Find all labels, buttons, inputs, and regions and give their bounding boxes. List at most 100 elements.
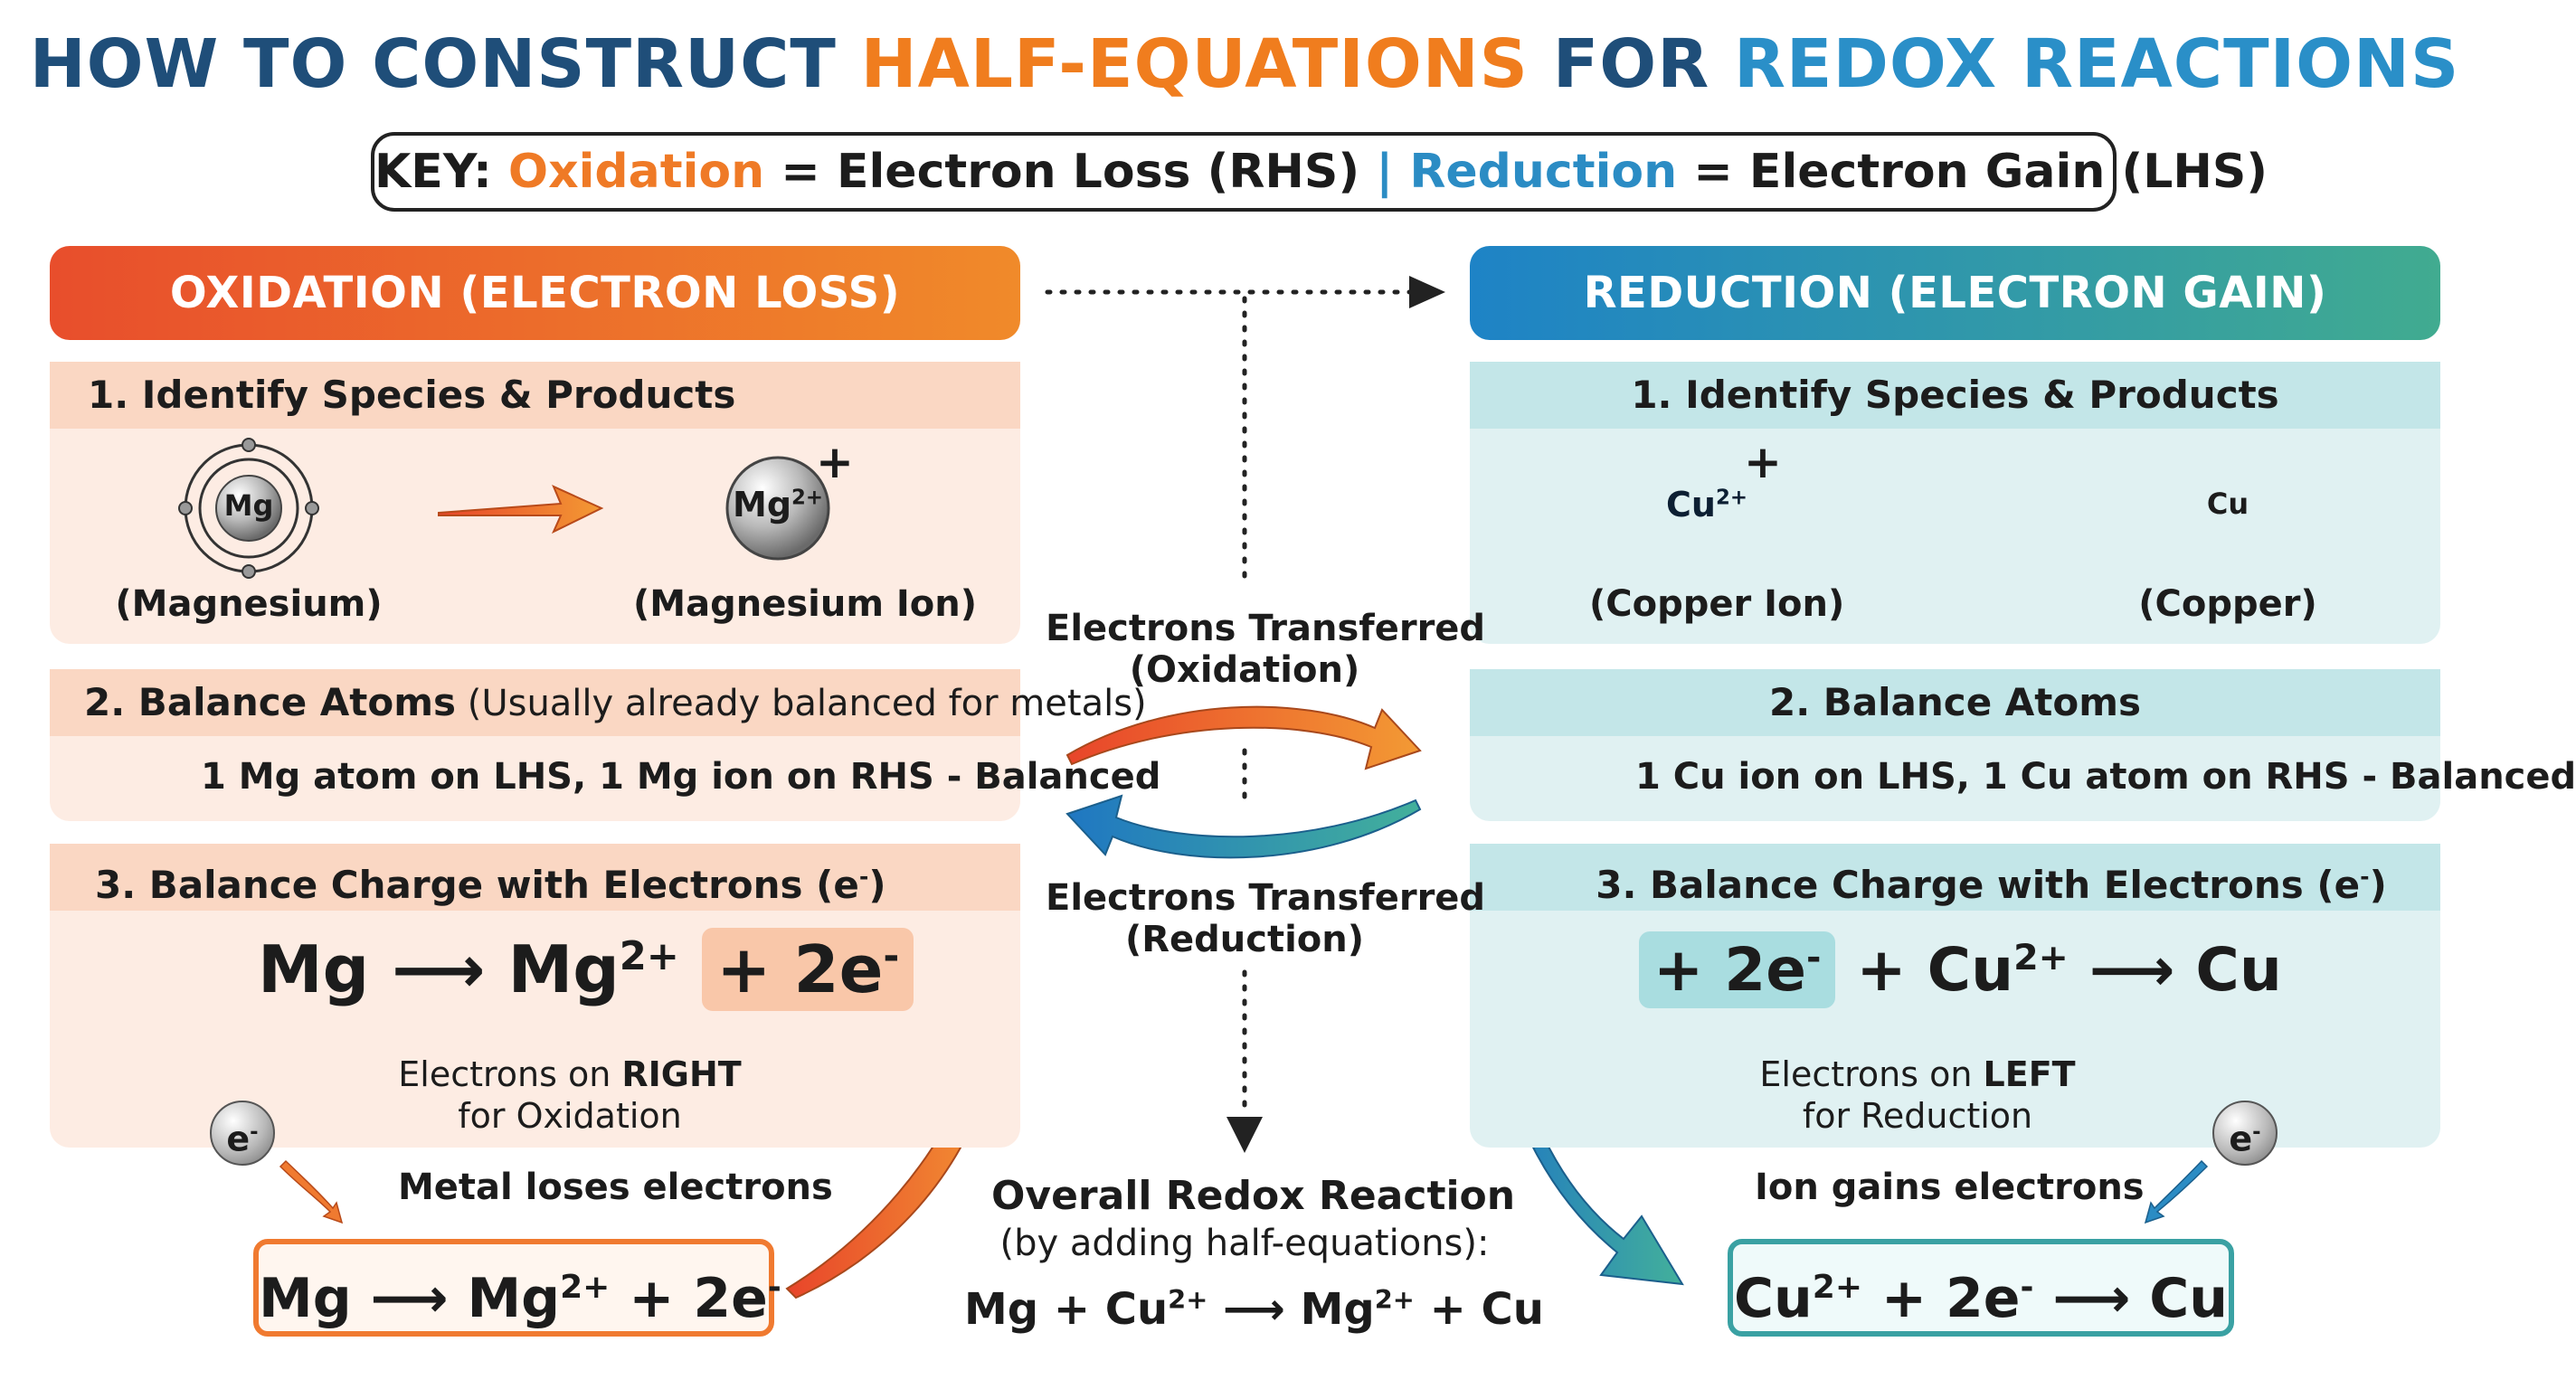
magnesium-ion-plus: + (816, 436, 854, 488)
reduction-step3-title-sup: - (2360, 864, 2370, 890)
magnesium-ion-symbol: Mg2+ (724, 485, 832, 524)
reduction-note-bold: LEFT (1983, 1054, 2076, 1094)
reduction-step1-panel: 1. Identify Species & Products (1470, 362, 2440, 644)
magnesium-ion-charge: 2+ (791, 486, 823, 510)
reduction-e-down-arrow-icon (2144, 1159, 2209, 1224)
reduction-step3-title: 3. Balance Charge with Electrons (e-) (1470, 844, 2440, 911)
reduction-eq-left-sup: 2+ (2013, 937, 2069, 978)
title-part-1: HOW TO CONSTRUCT (29, 25, 861, 103)
reduction-note-pre: Electrons on (1759, 1054, 1984, 1094)
overall-eq-a: Mg + Cu (964, 1284, 1169, 1335)
oxidation-e-down-arrow-icon (279, 1159, 344, 1224)
transfer-reduction-label: Electrons Transferred(Reduction) (1046, 877, 1485, 960)
overall-reaction-subtitle: (by adding half-equations): (999, 1223, 1490, 1264)
oxidation-electron-icon: e- (210, 1101, 275, 1166)
oxidation-eq-right: Mg (507, 931, 620, 1007)
oxidation-summary-box: Mg ⟶ Mg2+ + 2e- (253, 1239, 781, 1337)
transfer-oxidation-label: Electrons Transferred(Oxidation) (1046, 608, 1485, 691)
copper-ion-symbol: Cu2+ (1653, 485, 1761, 524)
oxidation-summary-mid-sup: 2+ (560, 1269, 611, 1306)
key-oxidation-rest: = Electron Loss (RHS) (764, 145, 1377, 199)
reduction-electron-symbol: e (2229, 1119, 2253, 1159)
oxidation-note-line2: for Oxidation (458, 1096, 682, 1136)
oxidation-eq-left: Mg (258, 931, 370, 1007)
oxidation-note-pre: Electrons on (398, 1054, 622, 1094)
reduction-eq-electrons-sup: - (1805, 937, 1822, 978)
key-box: KEY: Oxidation = Electron Loss (RHS) | R… (371, 132, 2268, 212)
oxidation-step2-title-light: (Usually already balanced for metals) (456, 683, 1147, 724)
oxidation-note-bold: RIGHT (621, 1054, 742, 1094)
copper-caption: (Copper) (2138, 583, 2317, 625)
oxidation-header: OXIDATION (ELECTRON LOSS) (50, 246, 1020, 340)
key-oxidation-word: Oxidation (507, 145, 765, 199)
overall-eq-a-sup: 2+ (1168, 1284, 1208, 1315)
title-part-2: HALF-EQUATIONS (860, 25, 1529, 103)
oxidation-eq-electrons: + 2e- (702, 928, 914, 1011)
magnesium-atom-symbol: Mg (223, 488, 274, 523)
reduction-step3-title-text: 3. Balance Charge with Electrons (e (1596, 863, 2361, 907)
overall-eq-c: + Cu (1414, 1284, 1544, 1335)
oxidation-step1-title: 1. Identify Species & Products (50, 362, 1020, 429)
oxidation-step2-title-bold: 2. Balance Atoms (84, 680, 456, 724)
key-separator: | (1376, 145, 1394, 199)
reduction-summary-right: Cu (2149, 1267, 2228, 1330)
reduction-step2-title: 2. Balance Atoms (1470, 669, 2440, 736)
center-reduction-arrow-icon (1065, 794, 1422, 859)
oxidation-electron-sup: - (250, 1120, 259, 1144)
oxidation-caption: Metal loses electrons (398, 1167, 833, 1208)
reduction-eq-electrons-text: + 2e (1653, 935, 1806, 1005)
page-title: HOW TO CONSTRUCT HALF-EQUATIONS FOR REDO… (0, 25, 2489, 103)
transfer-reduction-line2: (Reduction) (1124, 919, 1365, 960)
oxidation-summary-mid: Mg (467, 1267, 561, 1330)
oxidation-step3-title-sup: - (858, 864, 869, 890)
title-part-3: FOR (1528, 25, 1734, 103)
magnesium-ion-caption: (Magnesium Ion) (633, 583, 978, 625)
oxidation-step2-title: 2. Balance Atoms (Usually already balanc… (50, 669, 1147, 736)
oxidation-step2-panel: 2. Balance Atoms (Usually already balanc… (50, 669, 1147, 821)
reduction-summary-left: Cu (1734, 1267, 1813, 1330)
reduction-step3-title-end: ) (2369, 863, 2387, 907)
oxidation-summary-right-sup: - (767, 1269, 781, 1306)
oxidation-eq-right-sup: 2+ (619, 934, 679, 979)
oxidation-eq-arrow: ⟶ (392, 931, 486, 1007)
reduction-header: REDUCTION (ELECTRON GAIN) (1470, 246, 2440, 340)
copper-ion-charge: 2+ (1715, 486, 1747, 510)
reduction-summary-left-sup: 2+ (1812, 1269, 1862, 1306)
copper-atom-symbol: Cu (2206, 487, 2249, 521)
oxidation-summary-left: Mg (259, 1267, 352, 1330)
oxidation-step3-title-end: ) (868, 863, 886, 907)
overall-reaction-title: Overall Redox Reaction (991, 1173, 1516, 1219)
reduction-step2-line: 1 Cu ion on LHS, 1 Cu atom on RHS - Bala… (1635, 756, 2576, 798)
reduction-eq-electrons: + 2e- (1639, 931, 1836, 1008)
reduction-step3-panel: 3. Balance Charge with Electrons (e-) (1470, 844, 2440, 1148)
transfer-reduction-line1: Electrons Transferred (1046, 877, 1486, 919)
reduction-eq-arrow: ⟶ (2088, 935, 2175, 1005)
oxidation-step3-title-text: 3. Balance Charge with Electrons (e (95, 863, 859, 907)
reduction-summary-mid: + 2e (1861, 1267, 2021, 1330)
reduction-step3-equation: + 2e- + Cu2+ ⟶ Cu (1639, 931, 2282, 1008)
oxidation-summary-arrow: ⟶ (370, 1267, 449, 1330)
oxidation-step3-title: 3. Balance Charge with Electrons (e-) (50, 844, 1020, 911)
oxidation-step3-equation: Mg ⟶ Mg2+ + 2e- (258, 928, 914, 1011)
overall-reaction-equation: Mg + Cu2+ ⟶ Mg2+ + Cu (964, 1284, 1544, 1335)
key-label: KEY: (374, 145, 508, 199)
overall-eq-b: Mg (1300, 1284, 1375, 1335)
transfer-oxidation-line1: Electrons Transferred (1046, 608, 1486, 649)
reduction-step2-panel: 2. Balance Atoms (1470, 669, 2440, 821)
reduction-caption: Ion gains electrons (1755, 1167, 2145, 1208)
reduction-electron-icon: e- (2212, 1101, 2278, 1166)
reduction-step1-title: 1. Identify Species & Products (1470, 362, 2440, 429)
reduction-eq-right: Cu (2195, 935, 2282, 1005)
magnesium-ion-symbol-text: Mg (733, 485, 792, 524)
overall-eq-arrow: ⟶ (1208, 1284, 1301, 1335)
reduction-note-line2: for Reduction (1802, 1096, 2033, 1136)
copper-ion-plus: + (1744, 436, 1782, 488)
oxidation-summary-right: + 2e (610, 1267, 768, 1330)
reduction-summary-mid-sup: - (2020, 1269, 2034, 1306)
magnesium-caption: (Magnesium) (115, 583, 383, 625)
oxidation-eq-electrons-sup: - (883, 934, 900, 979)
dotted-down-arrowhead (1226, 1117, 1263, 1153)
title-part-4: REDOX REACTIONS (1733, 25, 2460, 103)
oxidation-electron-symbol: e (226, 1119, 251, 1159)
